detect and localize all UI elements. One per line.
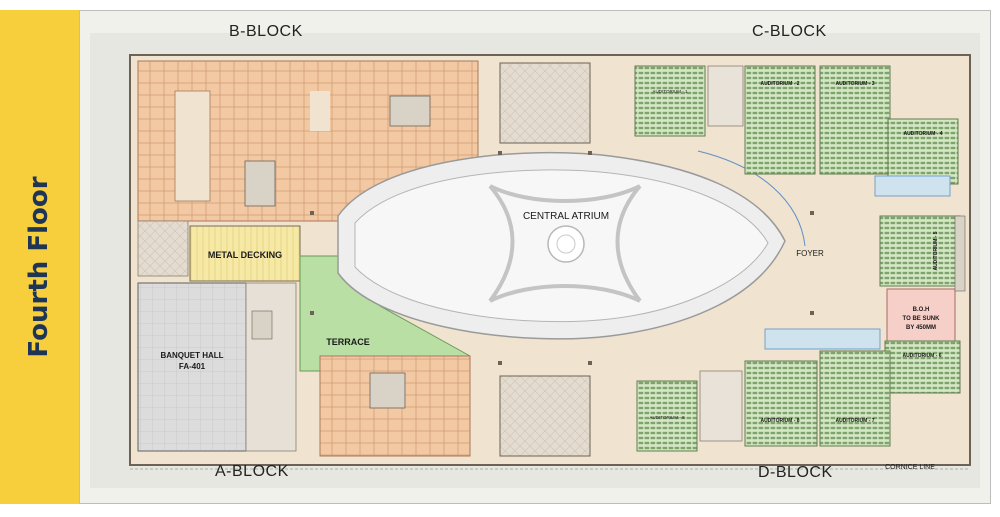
- auditorium-6-area: [884, 340, 961, 394]
- b-block-corridor-2: [310, 91, 330, 131]
- d-block-service-core: [699, 370, 743, 442]
- auditorium-5-area: [879, 215, 961, 287]
- auditorium-4-label: AUDITORIUM - 4: [903, 131, 942, 137]
- auditorium-1-label: AUDITORIUM - 1: [653, 89, 688, 94]
- south-court: [499, 375, 591, 457]
- b-block-stair-core: [244, 160, 276, 207]
- atrium-glass-edge: [697, 150, 806, 247]
- c-block-water-strip: [874, 175, 951, 197]
- auditorium-6-label: AUDITORIUM - 6: [902, 353, 941, 359]
- c-block-label: C-BLOCK: [752, 23, 827, 40]
- b-block-lift-core: [389, 95, 431, 127]
- a-block-lift-core: [369, 372, 406, 409]
- atrium-center-medallion: [547, 225, 585, 263]
- auditorium-9-area: [636, 380, 698, 452]
- metal-decking-area: [189, 225, 301, 282]
- c-block-stair: [954, 215, 966, 292]
- boh-line-3: BY 450MM: [906, 325, 936, 331]
- banquet-hall-area: [137, 282, 247, 452]
- auditorium-8-area: [744, 360, 818, 447]
- floor-title: Fourth Floor: [24, 176, 54, 358]
- cornice-line-label: CORNICE LINE: [885, 464, 935, 471]
- d-block-label: D-BLOCK: [758, 464, 833, 481]
- banquet-service-zone: [245, 282, 297, 452]
- atrium-center-ring: [556, 234, 576, 254]
- foyer-label: FOYER: [796, 249, 824, 258]
- a-block-label: A-BLOCK: [215, 463, 289, 480]
- auditorium-2-area: [744, 65, 816, 175]
- banquet-lift-core: [251, 310, 273, 340]
- auditorium-9-label: AUDITORIUM - 9: [650, 415, 685, 420]
- boh-line-1: B.O.H: [913, 307, 930, 313]
- terrace-label: TERRACE: [326, 337, 370, 347]
- c-block-service-core: [707, 65, 744, 127]
- floor-side-tab: Fourth Floor: [0, 10, 79, 504]
- atrium-arches: [488, 184, 642, 303]
- b-block-label: B-BLOCK: [229, 23, 303, 40]
- auditorium-7-area: [819, 350, 891, 447]
- auditorium-3-label: AUDITORIUM - 3: [835, 81, 874, 87]
- auditorium-2-label: AUDITORIUM - 2: [760, 81, 799, 87]
- auditorium-1-area: [634, 65, 706, 137]
- auditorium-5-label: AUDITORIUM - 5: [933, 231, 939, 270]
- boh-line-2: TO BE SUNK: [903, 316, 941, 322]
- auditorium-4-area: [887, 118, 959, 185]
- metal-decking-label: METAL DECKING: [208, 250, 282, 260]
- north-court: [499, 62, 591, 144]
- b-block-corridor-1: [174, 90, 211, 202]
- d-block-water-strip: [764, 328, 881, 350]
- auditorium-7-label: AUDITORIUM - 7: [835, 418, 874, 424]
- banquet-hall-label: BANQUET HALL: [160, 351, 223, 360]
- structural-columns: [310, 151, 814, 365]
- central-atrium-label: CENTRAL ATRIUM: [523, 211, 609, 222]
- b-block-stair-landing: [137, 220, 189, 277]
- floor-plan: METAL DECKING TERRACE BANQUET HALL FA-40…: [90, 33, 980, 488]
- banquet-hall-code: FA-401: [179, 362, 206, 371]
- auditorium-3-area: [819, 65, 891, 175]
- auditorium-8-label: AUDITORIUM - 8: [760, 418, 799, 424]
- boh-area: [886, 288, 956, 345]
